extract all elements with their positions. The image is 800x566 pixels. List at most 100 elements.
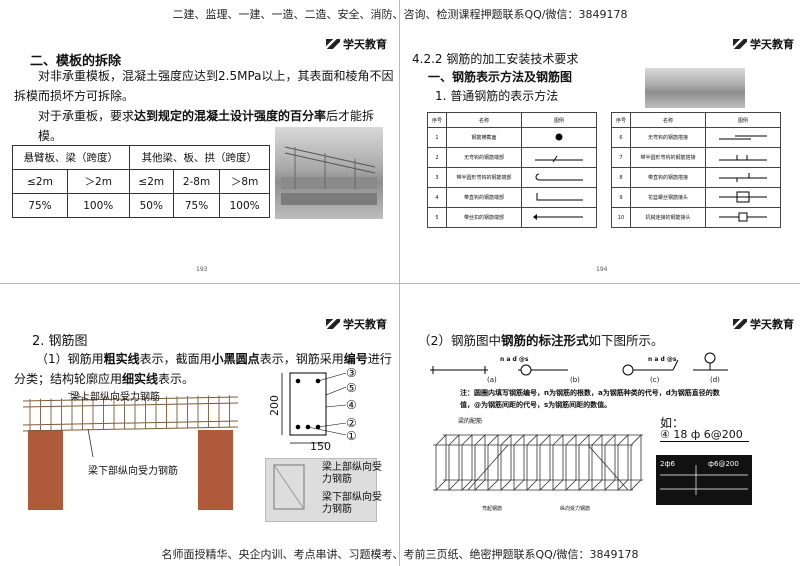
label-top-rebar: 梁上部纵向受力钢筋 <box>70 392 160 403</box>
cage-stirrup <box>565 434 577 491</box>
table-row: 6 无弯钩的钢筋搭接 <box>611 127 781 148</box>
table-row: 9 花篮螺丝钢筋接头 <box>611 187 781 208</box>
detail-text: ф6@200 <box>708 460 739 468</box>
value-cell: 75% <box>172 193 221 218</box>
table-row: 8 带直钩的钢筋搭接 <box>611 167 781 188</box>
lap-plain-symbol <box>719 135 767 139</box>
brand-logo: 学天教育 <box>326 316 387 332</box>
marker-3: ③ <box>346 366 357 380</box>
rebar-photo <box>645 68 745 108</box>
table-row: 4 带直钩的钢筋端部 <box>427 187 597 208</box>
cage-stirrup <box>435 434 447 491</box>
section-photo <box>265 458 377 522</box>
cage-stirrup <box>604 434 616 491</box>
turnbuckle-symbol <box>719 191 767 202</box>
cage-stirrup <box>591 434 603 491</box>
brand-mark-icon <box>326 319 340 329</box>
marker-4: ④ <box>346 398 357 412</box>
example-label: 如： <box>660 416 685 430</box>
table-row: 2 无弯钩的钢筋端部 <box>427 147 597 168</box>
cage-stirrup <box>539 434 551 491</box>
value-cell: 100% <box>66 193 130 218</box>
slide-item: 1. 普通钢筋的表示方法 <box>435 89 559 103</box>
dimension-height: 200 <box>268 395 281 416</box>
small-label-top: 梁上部纵向受力钢筋 <box>322 462 382 485</box>
table-row: 7 带半圆形弯钩的钢筋搭接 <box>611 147 781 168</box>
variant-label: (b) <box>570 376 580 384</box>
value-cell: 50% <box>128 193 174 218</box>
paragraph-2: 对于承重板，要求达到规定的混凝土设计强度的百分率后才能拆模。 <box>38 109 375 143</box>
group-header: 其他梁、板、拱（跨度） <box>128 145 271 170</box>
cage-stirrup <box>578 434 590 491</box>
slide-title: 二、模板的拆除 <box>30 54 122 69</box>
span-cell: ＞8m <box>219 169 270 194</box>
variant-label: (a) <box>487 376 497 384</box>
marker-1: ① <box>346 429 357 443</box>
small-label-bottom: 梁下部纵向受力钢筋 <box>322 492 382 515</box>
straight-hook-symbol <box>536 192 583 200</box>
brand-logo: 学天教育 <box>326 36 387 52</box>
table-row: 5 带丝扣的钢筋端部 <box>427 207 597 228</box>
slide-title: 2. 钢筋图 <box>32 334 88 349</box>
paragraph-1: 对非承重模板，混凝土强度应达到2.5MPa以上，其表面和棱角不因拆模而损坏方可拆… <box>14 69 394 103</box>
cage-label: 纵向受力钢筋 <box>560 506 591 512</box>
cage-stirrup <box>630 434 642 491</box>
lap-straight-hook-symbol <box>719 172 767 182</box>
dot-symbol <box>555 133 563 140</box>
table-row: 1 钢筋横截面 <box>427 127 597 148</box>
cage-stirrup <box>526 434 538 491</box>
annotation-note: 注：圆圈内填写钢筋编号，n为钢筋的根数，a为钢筋种类的代号，d为钢筋直径的数值，… <box>460 389 720 409</box>
label-bottom-rebar: 梁下部纵向受力钢筋 <box>88 466 178 477</box>
brand-mark-icon <box>326 39 340 49</box>
detail-text: 2ф6 <box>660 460 675 468</box>
annotation-tag: n a d @s <box>648 356 677 363</box>
brand-logo: 学天教育 <box>733 36 794 52</box>
cage-stirrup <box>487 434 499 491</box>
mechanical-coupler-symbol <box>719 212 767 221</box>
beam-cage-3d-drawing <box>433 434 643 491</box>
cage-stirrup <box>513 434 525 491</box>
slide-title: 4.2.2 钢筋的加工安装技术要求 <box>412 52 579 66</box>
marker-2: ② <box>346 416 357 430</box>
detail-drawing-lines <box>660 465 748 495</box>
brand-mark-icon <box>733 319 747 329</box>
span-cell: 2-8m <box>172 169 221 194</box>
span-cell: ＞2m <box>66 169 130 194</box>
demolition-table: 悬臂板、梁（跨度） 其他梁、板、拱（跨度） ≤2m ＞2m ≤2m 2-8m ＞… <box>12 145 271 218</box>
brand-mark-icon <box>733 39 747 49</box>
section-photo-sketch <box>273 464 305 510</box>
example-annotation: ④ 18 ф 6@200 <box>660 428 749 442</box>
rebar-legend-table-right: 序号 名称 图例 6 无弯钩的钢筋搭接 7 带半圆形弯钩的钢筋搭接 8 带直钩的… <box>611 112 781 228</box>
beam-cage-illustration <box>22 392 239 510</box>
lap-semicircle-symbol <box>719 154 767 160</box>
variant-label: (c) <box>650 376 660 384</box>
group-header: 悬臂板、梁（跨度） <box>12 145 130 170</box>
page-header: 二建、监理、一建、一造、二造、安全、消防、咨询、检测课程押题联系QQ/微信：38… <box>0 6 800 22</box>
cage-label: 弯起钢筋 <box>482 506 503 512</box>
cage-stirrup <box>552 434 564 491</box>
annotation-forms <box>430 352 728 376</box>
horizontal-divider <box>0 283 800 284</box>
span-cell: ≤2m <box>128 169 174 194</box>
dimension-width: 150 <box>310 440 331 453</box>
semicircle-hook-symbol <box>535 173 583 180</box>
page-footer: 名师面授精华、央企内训、考点串讲、习题模考、考前三页纸、绝密押题联系QQ/微信：… <box>161 548 639 561</box>
span-cell: ≤2m <box>12 169 68 194</box>
cage-stirrup <box>474 434 486 491</box>
value-cell: 100% <box>219 193 270 218</box>
page-number: 194 <box>596 266 608 273</box>
rebar-drawing-paragraph: （1）钢筋用粗实线表示，截面用小黑圆点表示，钢筋采用编号进行分类；结构轮廓应用细… <box>14 352 392 386</box>
value-cell: 75% <box>12 193 68 218</box>
formwork-photo <box>275 127 383 219</box>
cage-stirrup <box>448 434 460 491</box>
annotation-tag: n a d @s <box>500 356 529 363</box>
brand-logo: 学天教育 <box>733 316 794 332</box>
marker-5: ⑤ <box>346 381 357 395</box>
cage-stirrup <box>461 434 473 491</box>
slide-subtitle: 一、钢筋表示方法及钢筋图 <box>428 70 573 84</box>
beam-section-drawing <box>281 372 347 444</box>
threaded-end-symbol <box>533 213 583 220</box>
cage-stirrup <box>500 434 512 491</box>
formwork-photo-illustration <box>281 146 377 205</box>
cage-label: 梁的配筋 <box>458 418 483 425</box>
